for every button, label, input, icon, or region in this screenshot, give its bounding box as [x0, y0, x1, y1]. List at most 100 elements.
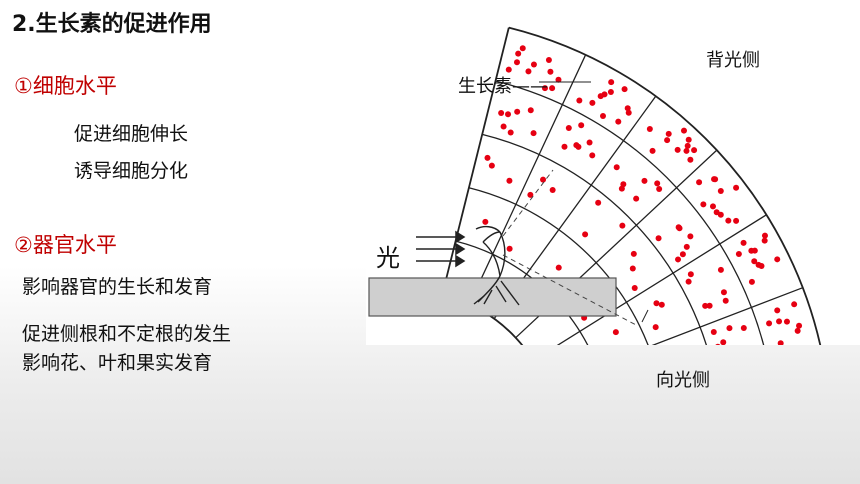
auxin-dot [679, 251, 686, 258]
auxin-dot [506, 245, 513, 252]
organ-level-heading: ②器官水平 [14, 233, 117, 257]
auxin-dot [685, 136, 692, 143]
auxin-dot [658, 301, 665, 308]
auxin-dot [613, 164, 620, 171]
auxin-dot [665, 130, 672, 137]
auxin-dot [624, 105, 631, 112]
light-side-pointer [641, 309, 649, 323]
auxin-dot [702, 302, 709, 309]
auxin-dot [777, 340, 784, 345]
auxin-dot [684, 142, 691, 149]
auxin-dot [555, 76, 562, 83]
auxin-dot [484, 154, 491, 161]
zoom-lines [502, 169, 639, 327]
auxin-dot [630, 250, 637, 257]
auxin-dot [654, 180, 661, 187]
auxin-dot [545, 57, 552, 64]
auxin-dot [641, 177, 648, 184]
auxin-dot [751, 258, 758, 265]
auxin-dot [691, 147, 698, 154]
auxin-dot [525, 68, 532, 75]
auxin-dot [608, 79, 615, 86]
auxin-dot [621, 86, 628, 93]
auxin-dot [717, 266, 724, 273]
auxin-dot [655, 235, 662, 242]
auxin-dot [706, 302, 713, 309]
auxin-dot [687, 156, 694, 163]
auxin-dot [527, 191, 534, 198]
auxin-dot [683, 243, 690, 250]
light-side-label: 向光侧 [656, 370, 710, 391]
light-arrows-icon [416, 230, 466, 268]
auxin-dot [482, 218, 489, 225]
auxin-dot [652, 324, 659, 331]
auxin-dot [720, 289, 727, 296]
auxin-dot [712, 176, 719, 183]
auxin-dot [735, 251, 742, 258]
auxin-dot [740, 239, 747, 246]
auxin-dot [561, 143, 568, 150]
auxin-dot [573, 142, 580, 149]
auxin-dot [599, 113, 606, 120]
auxin-label: 生长素—— [458, 76, 548, 97]
auxin-dot [515, 50, 522, 57]
auxin-dot [547, 68, 554, 75]
auxin-dot [720, 339, 727, 345]
light-label: 光 [376, 244, 400, 272]
auxin-dot [625, 109, 632, 116]
cell-grid [441, 26, 822, 345]
auxin-dot [513, 59, 520, 66]
auxin-dot [586, 139, 593, 146]
auxin-dot [726, 325, 733, 332]
cell-wall [441, 27, 510, 295]
auxin-dot [676, 225, 683, 232]
auxin-dot [696, 179, 703, 186]
auxin-dot [758, 263, 765, 270]
auxin-dot [685, 278, 692, 285]
cell-item-1: 促进细胞伸长 [74, 123, 189, 145]
cell-level-heading: ①细胞水平 [14, 74, 117, 98]
auxin-dot [565, 124, 572, 131]
auxin-dot [540, 176, 547, 183]
auxin-dot [582, 231, 589, 238]
soil-block [368, 277, 617, 317]
cell-wall [556, 214, 767, 345]
seedling-icon [473, 225, 520, 306]
auxin-dot [717, 188, 724, 195]
auxin-dot [507, 129, 514, 136]
auxin-dot [740, 325, 747, 332]
auxin-dot [555, 264, 562, 271]
auxin-dot [519, 45, 526, 52]
auxin-dot [710, 329, 717, 336]
auxin-dot [680, 127, 687, 134]
auxin-dot [791, 301, 798, 308]
auxin-dot [549, 85, 556, 92]
organ-item-3: 影响花、叶和果实发育 [22, 352, 213, 374]
auxin-dot [506, 177, 513, 184]
auxin-dot [748, 247, 755, 254]
auxin-dot [715, 343, 721, 345]
auxin-dot [656, 186, 663, 193]
auxin-dot [725, 217, 732, 224]
organ-item-2: 促进侧根和不定根的发生 [22, 323, 232, 345]
auxin-dot [576, 97, 583, 104]
auxin-dot [607, 89, 614, 96]
auxin-dot [700, 201, 707, 208]
auxin-dot [505, 111, 512, 118]
cell-item-2: 诱导细胞分化 [74, 160, 189, 182]
auxin-dot [615, 118, 622, 125]
auxin-dot [774, 307, 781, 314]
auxin-dot [687, 271, 694, 278]
auxin-dot [549, 186, 556, 193]
auxin-dot [514, 108, 521, 115]
auxin-dot [589, 99, 596, 106]
auxin-dot [618, 185, 625, 192]
auxin-dot [498, 109, 505, 116]
auxin-dot [709, 203, 716, 210]
auxin-dot [578, 122, 585, 129]
auxin-dot [776, 318, 783, 325]
auxin-dot [717, 211, 724, 218]
organ-item-1: 影响器官的生长和发育 [22, 276, 213, 298]
auxin-dot [595, 199, 602, 206]
phototropism-figure: 生长素—— 背光侧 向光侧 光 [366, 0, 860, 391]
